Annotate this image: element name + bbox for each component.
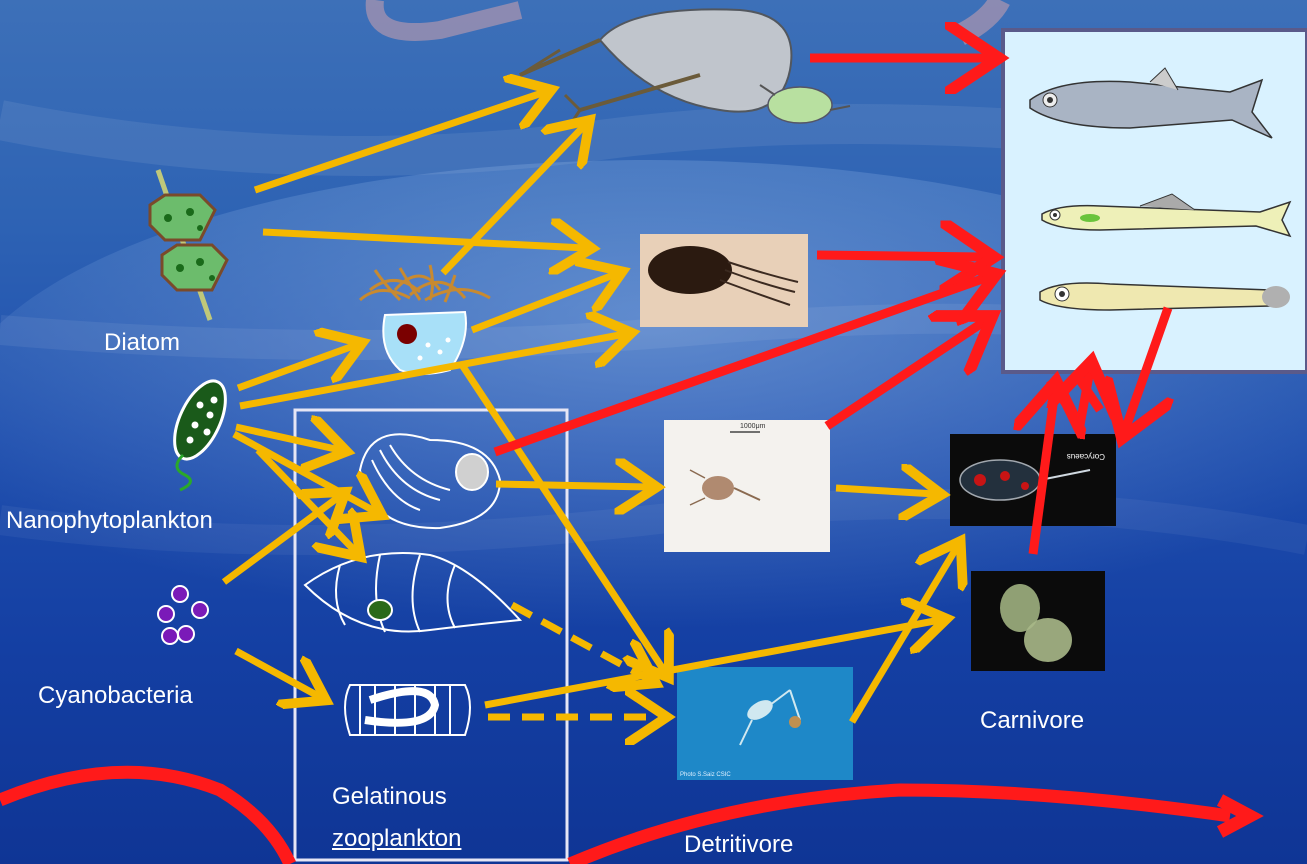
- yellow-arrows: [224, 92, 957, 722]
- label-cyanobacteria: Cyanobacteria: [38, 683, 193, 709]
- copepod-photo: [640, 234, 808, 327]
- cyanobacteria-icon: [158, 586, 208, 644]
- gelatinous-pteropod-icon: [360, 434, 500, 528]
- diatom-icon: [150, 170, 227, 320]
- copepod-scale-caption: 1000μm: [740, 423, 766, 430]
- fish-panel: [1003, 30, 1307, 372]
- label-detritivore: Detritivore: [684, 832, 793, 858]
- carnivore-photo-1: Corycaeus: [950, 434, 1116, 526]
- label-carnivore: Carnivore: [980, 708, 1084, 734]
- small-copepod-photo: 1000μm: [664, 420, 830, 552]
- label-nanophytoplankton: Nanophytoplankton: [6, 508, 213, 534]
- detritivore-photo: Photo S.Saiz CSIC: [677, 667, 853, 780]
- cladoceran-top-icon: [520, 9, 850, 125]
- label-gelatinous-line2: zooplankton: [332, 826, 461, 852]
- nanophytoplankton-icon: [164, 373, 236, 490]
- tintinnid-icon: [360, 265, 490, 374]
- label-gelatinous-line1: Gelatinous: [332, 784, 447, 810]
- detritivore-credit: Photo S.Saiz CSIC: [680, 772, 731, 778]
- gelatinous-doliolid-icon: [345, 685, 470, 735]
- carnivore-caption: Corycaeus: [1067, 452, 1105, 461]
- gelatinous-salp-icon: [305, 553, 520, 632]
- bottom-red-curve: [0, 772, 1230, 864]
- label-diatom: Diatom: [104, 330, 180, 356]
- carnivore-photo-2: [971, 571, 1105, 671]
